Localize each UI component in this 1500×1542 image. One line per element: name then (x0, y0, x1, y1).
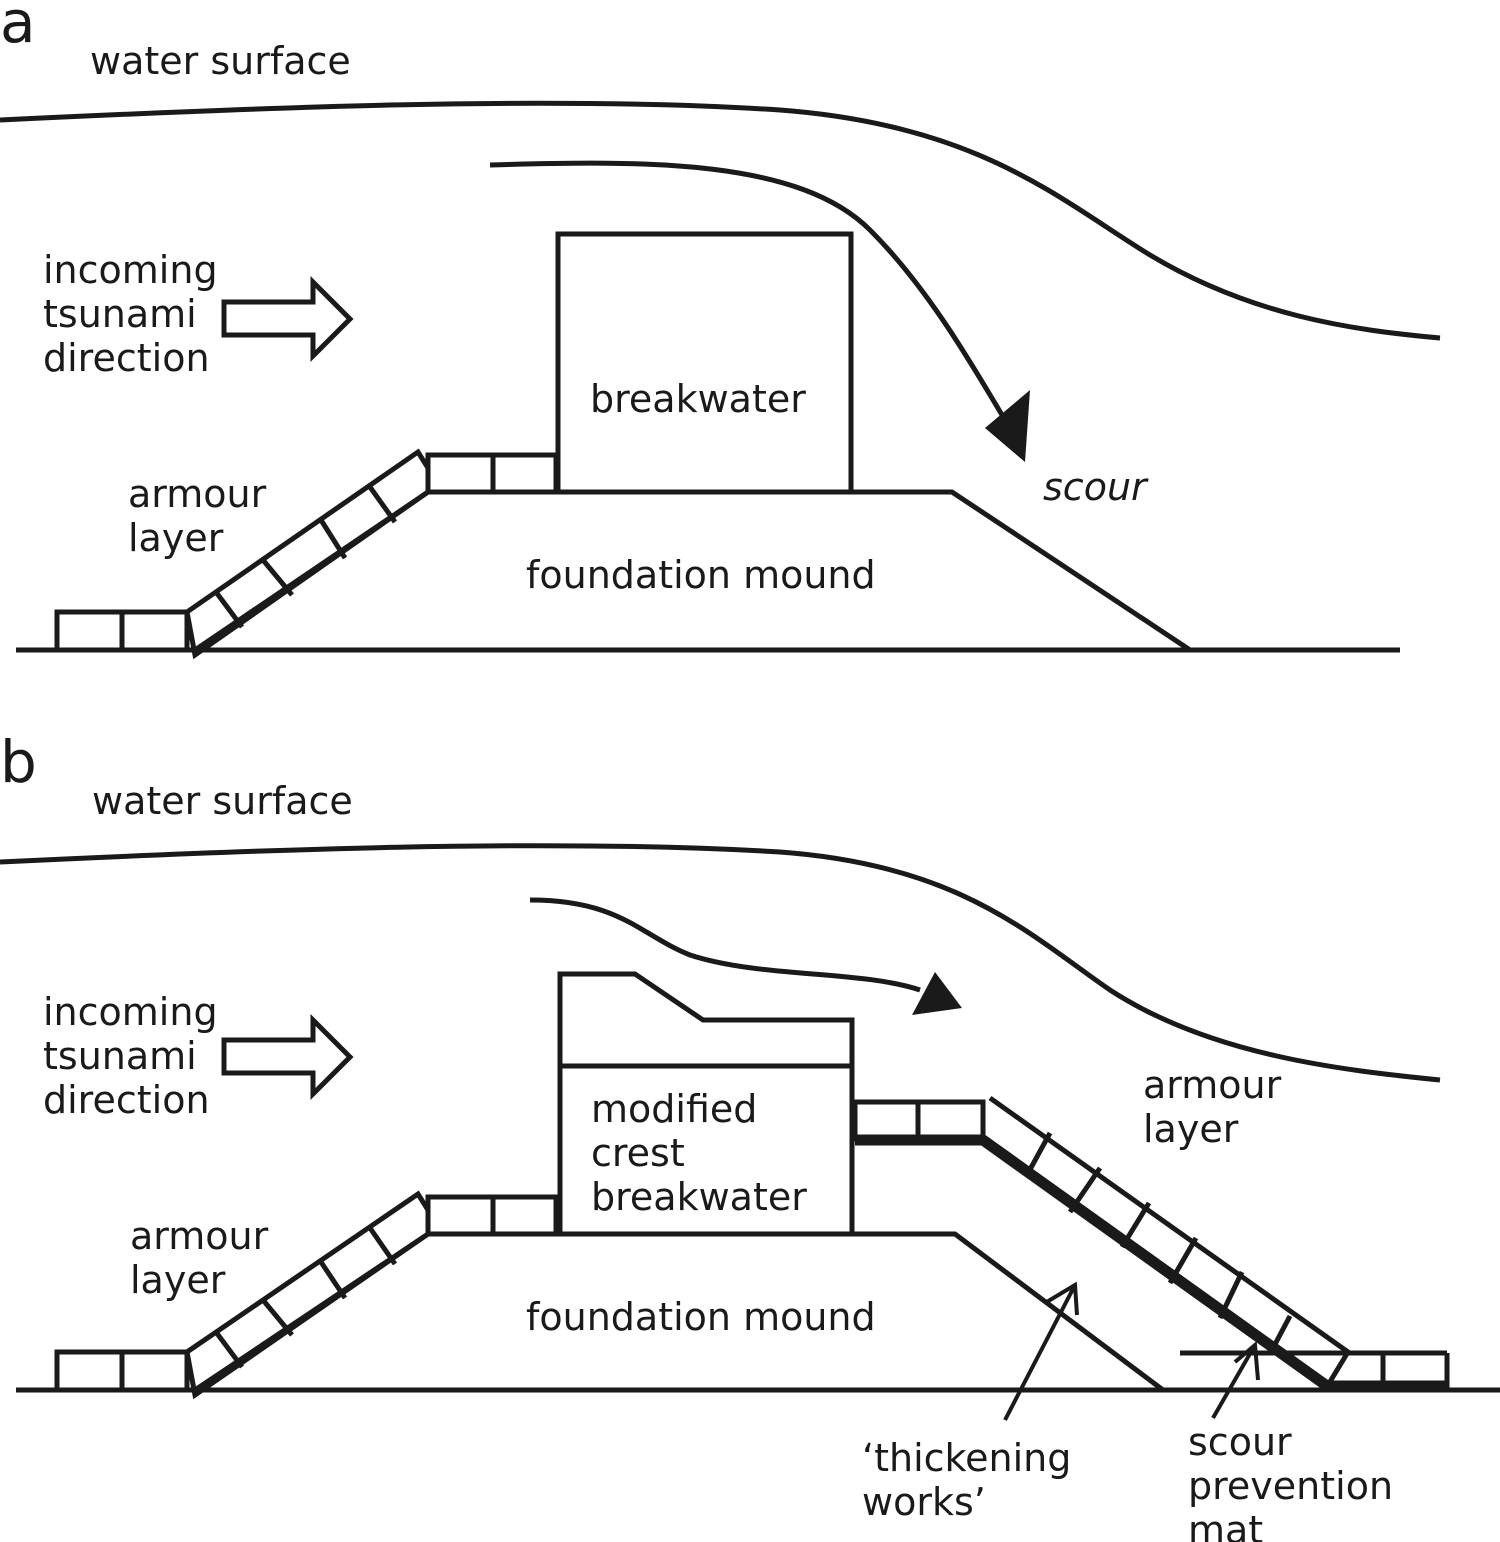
panel-b-incoming-line1: incoming (43, 990, 218, 1034)
panel-b-armour-right-line2: layer (1143, 1107, 1239, 1151)
panel-b-mat-pointer (1211, 1344, 1257, 1419)
panel-a-water-surface-line (0, 100, 1441, 341)
panel-b-thickening-line2: works’ (862, 1480, 986, 1524)
panel-b-structure-line3: breakwater (591, 1175, 807, 1219)
panel-b-scour-prevention-mat (855, 1134, 1447, 1392)
panel-b-armour-right-line1: armour (1143, 1063, 1282, 1107)
panel-b: b water surface incoming tsunami directi… (0, 728, 1500, 1542)
panel-a-armour-layer (54, 448, 559, 660)
panel-b-tsunami-direction-arrow-icon (221, 1013, 354, 1101)
panel-b-thickening-line1: ‘thickening (862, 1436, 1071, 1480)
panel-b-structure-line1: modified (591, 1087, 757, 1131)
panel-a-scour-label: scour (1043, 465, 1149, 509)
panel-b-armour-left-line1: armour (130, 1214, 269, 1258)
panel-a-scour-arrowhead (985, 390, 1030, 462)
panel-a-tsunami-direction-arrow-icon (221, 275, 354, 363)
panel-a: a water surface scour incoming tsunami d… (0, 0, 1441, 660)
panel-a-armour-line2: layer (128, 516, 224, 560)
panel-a-scour-flow-line (489, 160, 1008, 422)
panel-a-incoming-line2: tsunami (43, 292, 197, 336)
panel-b-thickening-pointer (1003, 1284, 1077, 1421)
panel-b-armour-layer-left (54, 1190, 559, 1400)
panel-b-mat-pointer-head (1233, 1340, 1260, 1381)
panel-a-letter: a (0, 0, 36, 56)
panel-b-foundation-label: foundation mound (526, 1295, 876, 1339)
panel-b-incoming-line2: tsunami (43, 1034, 197, 1078)
panel-b-letter: b (0, 728, 37, 796)
panel-b-overflow-line (529, 897, 921, 993)
panel-b-structure-line2: crest (591, 1131, 685, 1175)
panel-b-armour-left-line2: layer (130, 1258, 226, 1302)
panel-a-foundation-label: foundation mound (526, 553, 876, 597)
panel-a-breakwater (555, 231, 854, 495)
panel-a-incoming-line1: incoming (43, 248, 218, 292)
panel-a-breakwater-label: breakwater (590, 377, 806, 421)
panel-b-mat-line2: prevention (1188, 1464, 1393, 1508)
panel-b-modified-crest (557, 971, 855, 1066)
panel-b-overflow-arrowhead (912, 972, 962, 1015)
panel-b-mat-line1: scour (1188, 1420, 1292, 1464)
panel-b-mat-line3: mat (1188, 1508, 1263, 1542)
panel-b-incoming-line3: direction (43, 1078, 210, 1122)
panel-a-armour-line1: armour (128, 472, 267, 516)
panel-b-thickening-pointer-head (1043, 1281, 1079, 1316)
panel-b-water-surface-line (0, 843, 1441, 1083)
panel-b-water-surface-label: water surface (92, 779, 353, 823)
panel-a-water-surface-label: water surface (90, 39, 351, 83)
panel-a-incoming-line3: direction (43, 336, 210, 380)
